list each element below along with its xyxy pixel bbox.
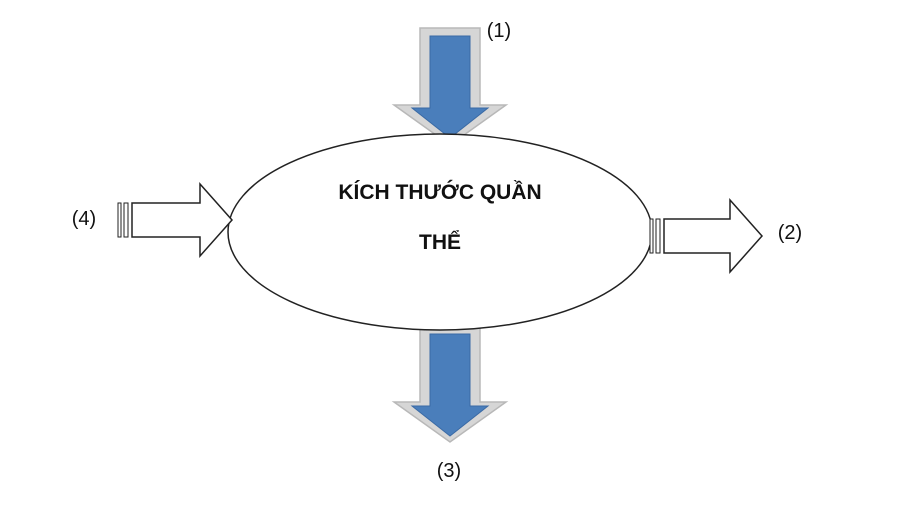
bottom-outflow-arrow bbox=[391, 325, 509, 443]
right-arrow-stripe-1 bbox=[649, 218, 654, 254]
right-outflow-arrow bbox=[649, 198, 764, 274]
left-arrow-stripe-2 bbox=[123, 202, 129, 238]
left-inflow-arrow bbox=[117, 182, 234, 258]
bottom-arrow-body bbox=[410, 333, 490, 437]
label-1: (1) bbox=[487, 20, 511, 42]
top-arrow-body bbox=[410, 35, 490, 139]
label-4: (4) bbox=[72, 208, 96, 230]
right-arrow-stripe-2 bbox=[655, 218, 661, 254]
center-title-line2: THỂ bbox=[419, 231, 461, 254]
right-arrow-body bbox=[663, 198, 764, 274]
left-arrow-body bbox=[131, 182, 234, 258]
left-arrow-stripe-1 bbox=[117, 202, 122, 238]
top-inflow-arrow bbox=[391, 27, 509, 146]
label-2: (2) bbox=[778, 222, 802, 244]
center-title-line1: KÍCH THƯỚC QUẦN bbox=[338, 180, 541, 204]
label-3: (3) bbox=[437, 460, 461, 482]
